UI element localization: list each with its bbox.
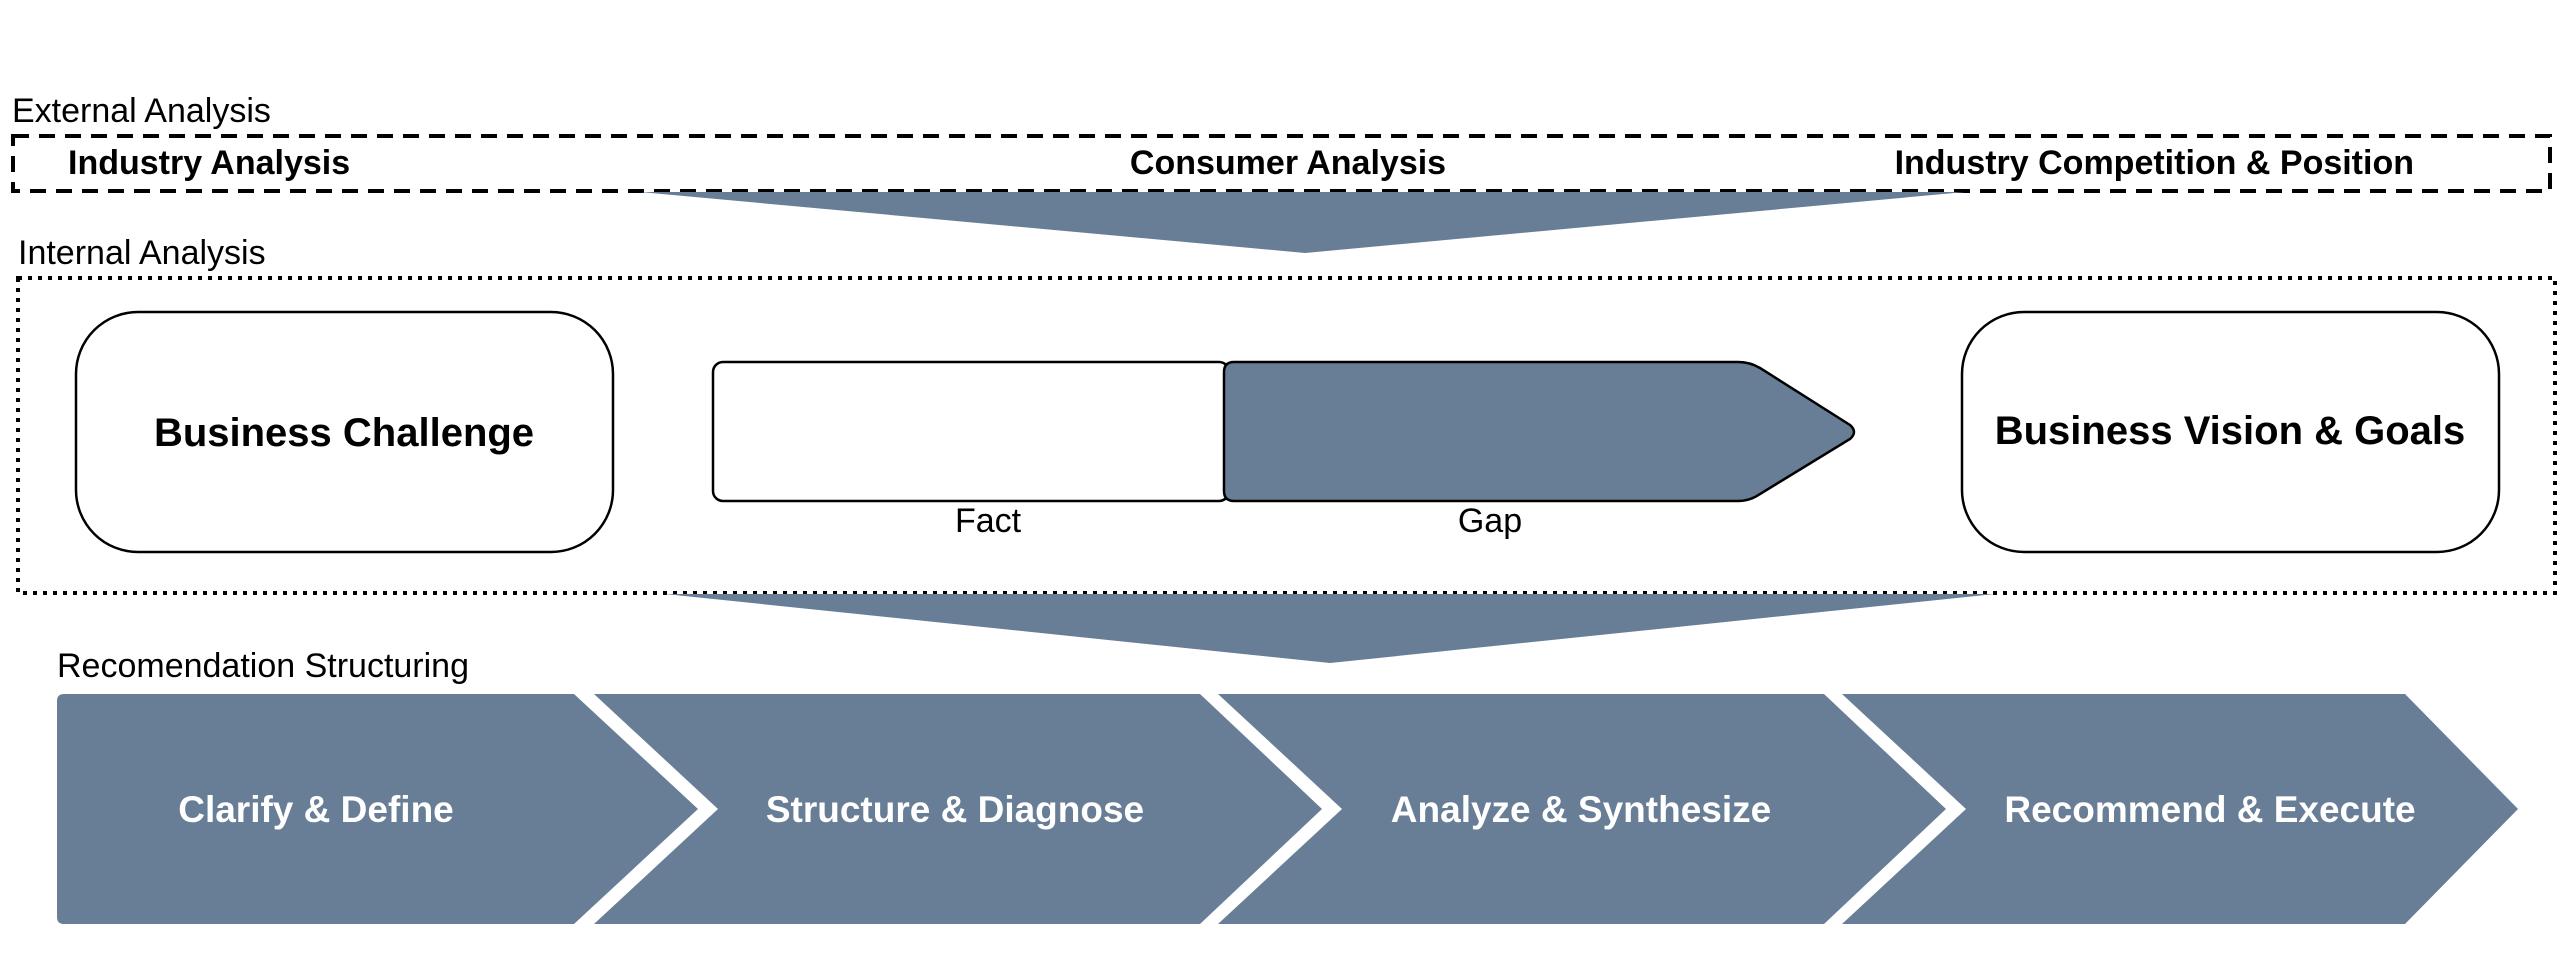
step-label-recommend-execute: Recommend & Execute bbox=[2004, 789, 2415, 830]
fact-bar bbox=[711, 360, 1231, 503]
step-chevron-clarify-define bbox=[57, 694, 698, 924]
step-label-clarify-define: Clarify & Define bbox=[178, 789, 454, 830]
internal-analysis-frame bbox=[16, 276, 2557, 595]
gap-label: Gap bbox=[1458, 502, 1522, 540]
recommendation-structuring-title: Recomendation Structuring bbox=[57, 647, 469, 685]
internal-analysis-title: Internal Analysis bbox=[18, 234, 266, 272]
external-analysis-frame bbox=[11, 134, 2552, 193]
step-chevron-recommend-execute bbox=[1842, 694, 2518, 924]
external-item-industry-analysis: Industry Analysis bbox=[68, 144, 350, 182]
step-chevron-analyze-synthesize bbox=[1218, 694, 1946, 924]
business-vision-goals-box bbox=[1960, 310, 2501, 554]
business-challenge-box bbox=[74, 310, 615, 554]
external-item-consumer-analysis: Consumer Analysis bbox=[1130, 144, 1446, 182]
external-analysis-title: External Analysis bbox=[12, 92, 271, 130]
business-challenge-label: Business Challenge bbox=[154, 411, 534, 455]
funnel-external-to-internal bbox=[640, 192, 1965, 253]
funnel-internal-to-recommendation bbox=[665, 594, 1995, 663]
fact-label: Fact bbox=[955, 502, 1022, 540]
gap-arrow bbox=[1222, 360, 1856, 503]
external-item-industry-competition: Industry Competition & Position bbox=[1895, 144, 2414, 182]
step-label-structure-diagnose: Structure & Diagnose bbox=[766, 789, 1144, 830]
business-vision-goals-label: Business Vision & Goals bbox=[1995, 409, 2466, 453]
step-chevron-structure-diagnose bbox=[594, 694, 1322, 924]
step-label-analyze-synthesize: Analyze & Synthesize bbox=[1391, 789, 1771, 830]
